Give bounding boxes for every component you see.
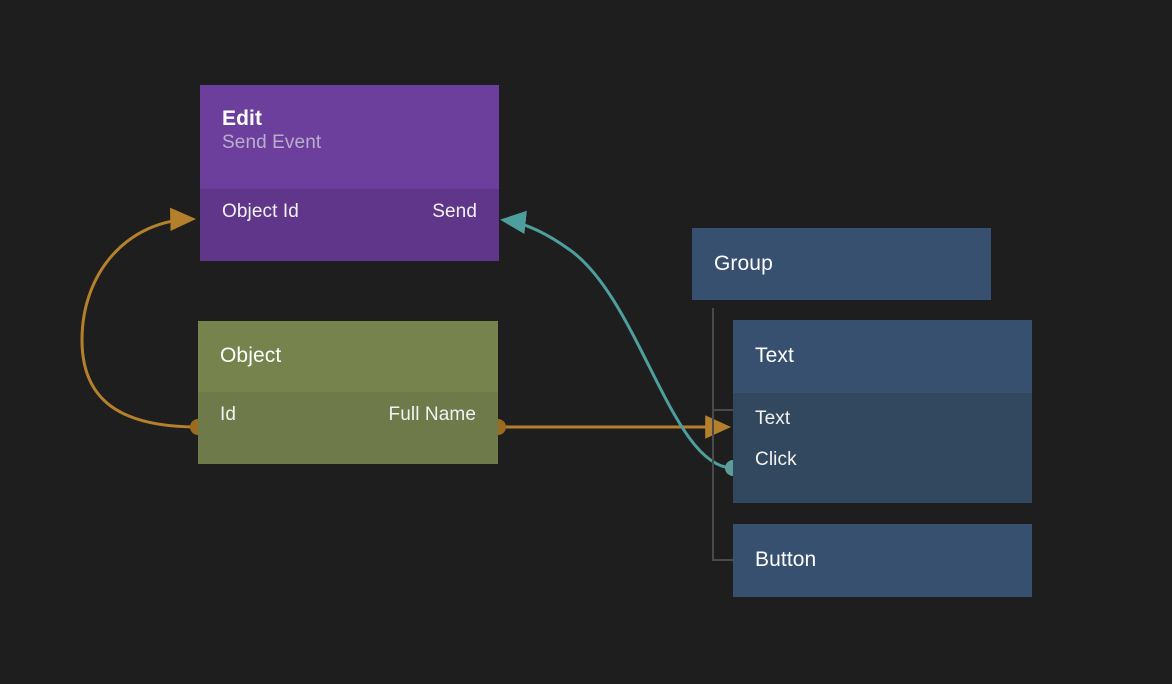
node-text-header[interactable]: Text [733,320,1032,393]
node-edit-output-port-send[interactable]: Send [432,201,477,222]
node-group-header[interactable]: Group [692,228,991,300]
wire-object-fullname-to-text-text [490,415,732,439]
node-object-port-row: Id Full Name [198,392,498,438]
wire-object-id-to-edit-object-id [80,207,206,435]
node-text-port-row-text: Text [733,398,1032,439]
node-text-output-port-click[interactable]: Click [755,448,797,470]
node-object[interactable]: Object Id Full Name [198,321,498,464]
node-edit-body: Object Id Send [200,189,499,261]
node-edit-subtitle: Send Event [222,131,322,153]
node-edit-title: Edit [222,107,263,130]
node-text-port-row-click: Click [733,439,1032,480]
tree-line-tick-to-text [712,409,733,411]
tree-line-vertical [712,308,714,561]
node-button[interactable]: Button [733,524,1032,597]
tree-line-tick-to-button [712,559,733,561]
node-object-header[interactable]: Object [198,321,498,392]
node-object-output-port-full-name[interactable]: Full Name [388,404,476,425]
node-text-body: Text Click [733,393,1032,503]
node-edit-input-port-object-id[interactable]: Object Id [222,201,299,222]
node-text-title: Text [755,344,794,368]
node-button-header[interactable]: Button [733,524,1032,597]
node-group-title: Group [714,251,773,275]
node-object-input-port-id[interactable]: Id [220,404,237,425]
node-object-title: Object [220,344,282,368]
node-button-title: Button [755,548,817,572]
node-edit-port-row: Object Id Send [200,189,499,235]
node-object-body: Id Full Name [198,392,498,464]
node-text[interactable]: Text Text Click [733,320,1032,503]
node-group[interactable]: Group [692,228,991,300]
node-edit[interactable]: Edit Send Event Object Id Send [200,85,499,261]
node-edit-header[interactable]: Edit Send Event [200,85,499,189]
node-text-input-port-text[interactable]: Text [755,407,791,429]
